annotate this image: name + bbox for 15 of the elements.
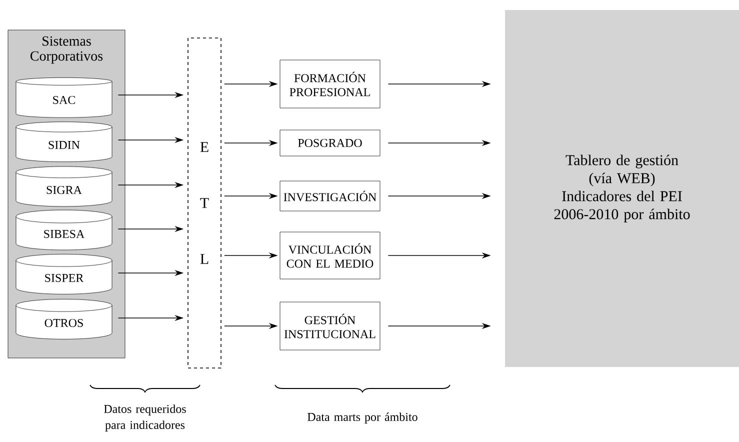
data-mart-box: POSGRADO bbox=[280, 130, 380, 156]
database-cylinder: SISPER bbox=[16, 254, 112, 294]
database-cylinder: SIGRA bbox=[16, 166, 112, 207]
database-cylinder: SIBESA bbox=[16, 210, 112, 250]
data-mart-box: FORMACIÓN PROFESIONAL bbox=[280, 60, 380, 108]
database-cylinder: OTROS bbox=[16, 298, 112, 340]
data-mart-box: VINCULACIÓN CON EL MEDIO bbox=[280, 232, 380, 280]
etl-box: E T L bbox=[188, 38, 222, 368]
data-mart-box: INVESTIGACIÓN bbox=[280, 180, 380, 212]
brace-label: Datos requeridos para indicadores bbox=[104, 404, 186, 432]
database-cylinder: SIDIN bbox=[16, 122, 112, 162]
data-mart-box: GESTIÓN INSTITUCIONAL bbox=[280, 302, 380, 350]
dashboard-panel: Tablero de gestión (vía WEB) Indicadores del PEI 2006-2010 por ámbito bbox=[505, 10, 739, 367]
brace-label: Data marts por ámbito bbox=[308, 412, 418, 424]
database-cylinder: SAC bbox=[16, 77, 112, 118]
